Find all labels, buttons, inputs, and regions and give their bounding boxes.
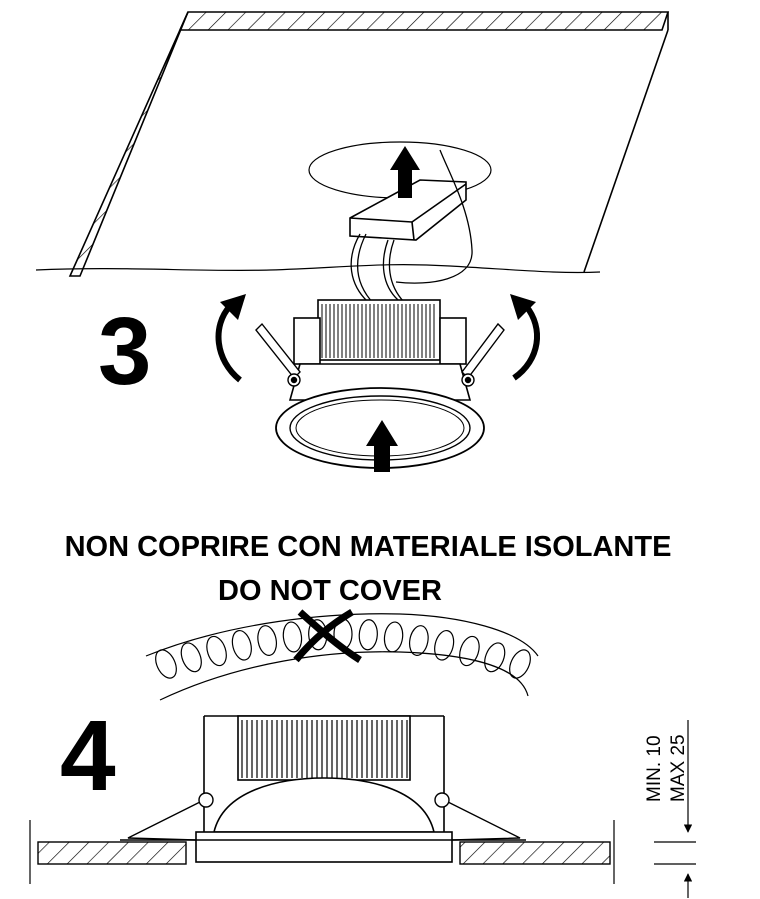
warning-text-italian: NON COPRIRE CON MATERIALE ISOLANTE (65, 531, 672, 563)
ceiling-section (29, 820, 615, 884)
spring-clip-left (255, 322, 301, 387)
up-arrow-icon (390, 146, 420, 198)
do-not-cover-cross-icon (293, 608, 362, 663)
driver-box (349, 179, 467, 241)
dimension-min-label: MIN. 10 (644, 735, 665, 802)
thickness-dimension (654, 720, 696, 898)
spring-clip-right (461, 322, 505, 387)
step-number-3: 3 (98, 298, 151, 405)
warning-text-english: DO NOT COVER (218, 575, 442, 607)
cables (350, 149, 473, 305)
dimension-max-label: MAX 25 (668, 734, 689, 802)
rotate-arrow-right-icon (510, 294, 541, 381)
step-4-illustration: MIN. 10 MAX 25 4 (29, 700, 696, 898)
step-number-4: 4 (60, 700, 116, 812)
insulation-material (145, 613, 539, 701)
downlight-step4 (120, 715, 526, 863)
push-up-arrow-icon (366, 420, 398, 472)
step-3-illustration: 3 (35, 11, 670, 472)
rotate-arrow-left-icon (215, 294, 246, 383)
